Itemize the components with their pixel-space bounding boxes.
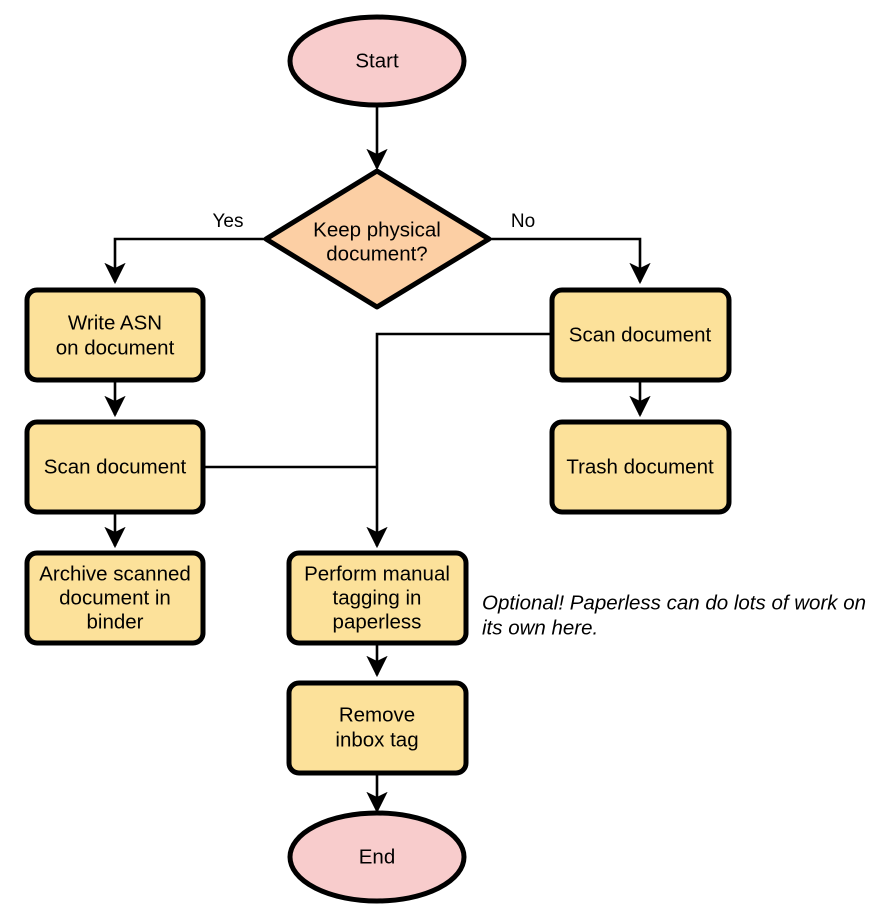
tagging-label-line3: paperless <box>333 610 422 633</box>
node-start[interactable]: Start <box>287 14 467 108</box>
scan-document-left-label: Scan document <box>44 455 187 478</box>
archive-label-line2: document in <box>59 586 171 609</box>
node-end[interactable]: End <box>287 810 467 904</box>
scan-document-right-box <box>549 287 732 383</box>
write-asn-label-line1: Write ASN <box>68 311 162 334</box>
end-ellipse <box>287 810 467 904</box>
node-scan-document-right[interactable]: Scan document <box>549 287 732 383</box>
archive-box <box>24 550 206 646</box>
node-trash-document[interactable]: Trash document <box>549 419 732 515</box>
archive-label-line3: binder <box>87 610 144 633</box>
remove-inbox-label-line2: inbox tag <box>335 728 418 751</box>
trash-document-box <box>549 419 732 515</box>
start-ellipse <box>287 14 467 108</box>
edge-decision-no-to-scan-right <box>489 237 651 285</box>
annotation-note-optional: Optional! Paperless can do lots of work … <box>482 591 866 639</box>
edge-decision-yes-to-write-asn <box>104 237 266 285</box>
decision-label-line2: document? <box>326 242 427 265</box>
tagging-box <box>286 550 469 646</box>
trash-document-label: Trash document <box>566 455 714 478</box>
edge-label-no: No <box>511 211 535 232</box>
decision-diamond <box>263 168 492 310</box>
scan-document-left-box <box>24 419 206 515</box>
archive-label-line1: Archive scanned <box>39 562 191 585</box>
node-perform-manual-tagging[interactable]: Perform manual tagging in paperless <box>286 550 469 646</box>
note-line1: Optional! Paperless can do lots of work … <box>482 591 866 614</box>
note-line2: its own here. <box>482 616 598 639</box>
scan-document-right-label: Scan document <box>569 323 712 346</box>
node-archive-scanned-document-in-binder[interactable]: Archive scanned document in binder <box>24 550 206 646</box>
tagging-label-line2: tagging in <box>333 586 422 609</box>
edge-scan-right-to-tagging <box>366 332 553 549</box>
remove-inbox-label-line1: Remove <box>339 703 415 726</box>
remove-inbox-tag-box <box>286 680 469 776</box>
node-write-asn-on-document[interactable]: Write ASN on document <box>24 287 206 383</box>
edge-label-yes: Yes <box>213 211 244 232</box>
write-asn-box <box>24 287 206 383</box>
decision-label-line1: Keep physical <box>313 218 441 241</box>
tagging-label-line1: Perform manual <box>304 562 450 585</box>
node-scan-document-left[interactable]: Scan document <box>24 419 206 515</box>
start-label: Start <box>355 49 399 72</box>
node-remove-inbox-tag[interactable]: Remove inbox tag <box>286 680 469 776</box>
write-asn-label-line2: on document <box>56 336 175 359</box>
connector-layer <box>104 106 651 814</box>
node-decision-keep-physical-document[interactable]: Keep physical document? <box>263 168 492 310</box>
end-label: End <box>359 845 395 868</box>
